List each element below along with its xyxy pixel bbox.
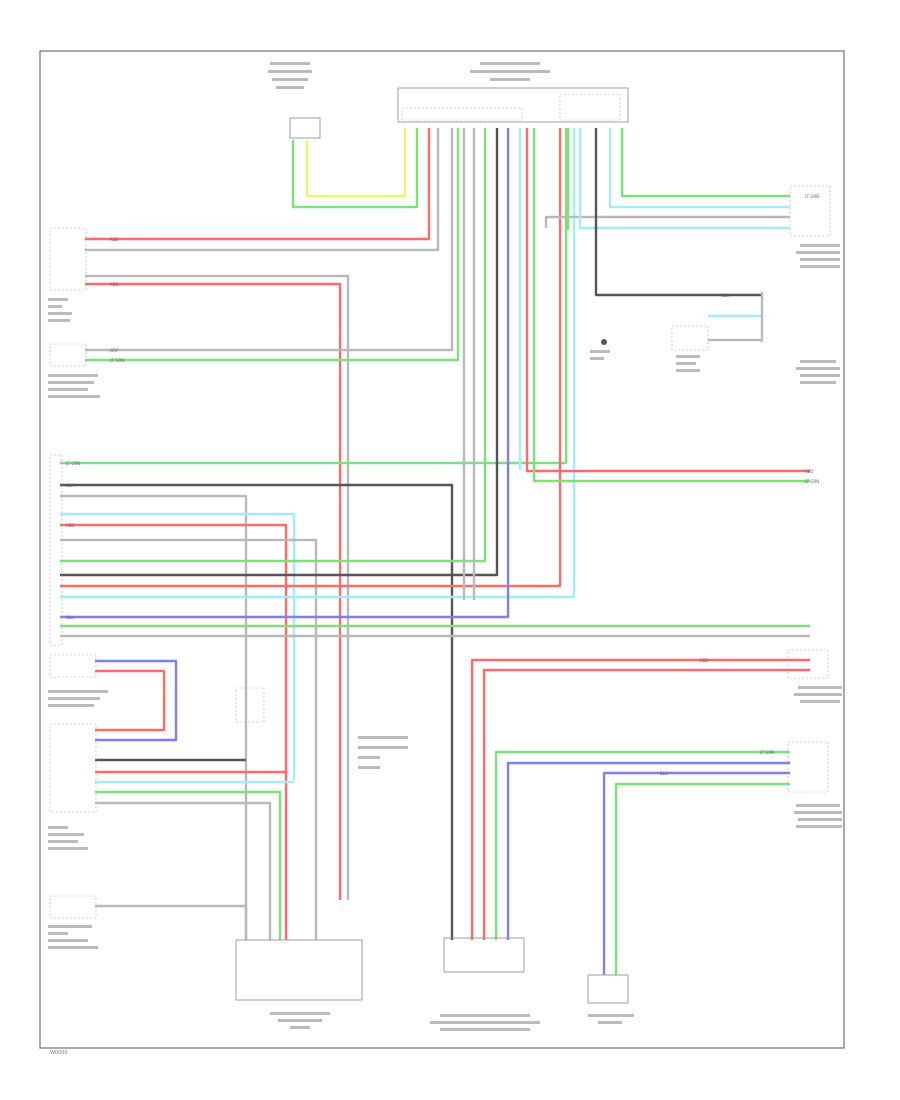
- wire-black-tr: [594, 128, 762, 297]
- wire-red-bc-1: [470, 658, 810, 940]
- wire-red-left-2: [85, 282, 342, 900]
- wire-green-right: [532, 128, 810, 483]
- wire-cyan-h2: [60, 128, 576, 599]
- wire-black-h1: [60, 483, 454, 940]
- wire-green-ecm: [95, 790, 282, 940]
- tag-green-1: LT GRN: [110, 358, 124, 363]
- wire-layer: [60, 128, 810, 975]
- wire-cyan-h1: [60, 512, 296, 780]
- wire-gray-h2: [60, 538, 318, 940]
- wire-yellow-top: [305, 128, 407, 198]
- wire-green-br: [614, 782, 790, 975]
- tag-green-4: LT GRN: [805, 479, 819, 484]
- wire-gray-mid: [85, 128, 454, 352]
- tag-gray-1: GRY: [110, 348, 119, 353]
- tag-red-5: RED: [700, 658, 708, 663]
- wire-red-right: [525, 128, 810, 473]
- wire-green-h2: [60, 128, 487, 563]
- wire-blue-br: [602, 771, 790, 975]
- wire-red-h2: [60, 128, 562, 588]
- right-relay: [671, 325, 709, 351]
- center-junction-block: [235, 687, 265, 723]
- tag-green-3: LT GRN: [805, 194, 819, 199]
- label-stub-layer: [48, 62, 842, 1031]
- wire-green-mid: [85, 128, 460, 362]
- tag-green-2: LT GRN: [66, 461, 80, 466]
- wire-gray-speed: [95, 904, 248, 940]
- wire-gray-left-2: [85, 274, 350, 900]
- top-connector-left-sub: [401, 107, 523, 121]
- wire-gray-h1: [60, 494, 248, 940]
- diagram-frame: [39, 50, 845, 1049]
- left-component-1: [49, 227, 87, 291]
- wire-blue-tcm-1: [95, 659, 178, 742]
- wire-gray-ecm: [95, 801, 272, 940]
- component-layer: [49, 87, 831, 1004]
- wire-black-h2: [60, 128, 499, 577]
- tag-blue-2: BLU: [660, 771, 668, 776]
- wire-cyan-tr1: [608, 128, 790, 209]
- top-left-connector: [289, 117, 321, 139]
- wire-red-h1: [60, 523, 288, 940]
- top-connector-right-sub: [559, 93, 621, 121]
- wire-red-tcm: [95, 669, 166, 732]
- tag-red-1: RED: [110, 237, 118, 242]
- wire-cyan-tr2: [578, 128, 790, 230]
- right-component-2: [787, 649, 829, 679]
- bottom-right-connector: [587, 974, 629, 1004]
- tag-black-1: BLK: [66, 483, 74, 488]
- right-component-3: [787, 741, 829, 793]
- page-code: W0000: [50, 1050, 68, 1056]
- left-harness-connector: [49, 454, 63, 646]
- tag-black-2: BLK: [722, 293, 730, 298]
- tag-red-2: RED: [110, 282, 118, 287]
- speed-sensor: [49, 895, 97, 919]
- tag-blue-1: BLU: [66, 615, 74, 620]
- wire-blue-h1: [60, 128, 510, 619]
- bottom-left-connector: [235, 939, 363, 1001]
- bottom-center-connector: [443, 937, 525, 973]
- transmission-control-ecu: [49, 654, 97, 678]
- left-component-2: [49, 343, 87, 367]
- wire-gray-left-1: [85, 128, 440, 252]
- tag-red-3: RED: [66, 523, 74, 528]
- wire-green-tr1: [620, 128, 790, 198]
- wire-gray-tr: [544, 215, 790, 228]
- ground-point: [601, 339, 607, 345]
- wire-tag-layer: RED RED GRY LT GRN LT GRN BLK RED BLU LT…: [66, 194, 819, 776]
- wire-blue-bc: [506, 761, 790, 940]
- wire-red-bc-2: [482, 668, 810, 940]
- wire-green-bc: [494, 750, 790, 940]
- wire-green-h1: [60, 128, 568, 465]
- wire-red-left-1: [85, 128, 431, 241]
- engine-control-ecu: [49, 723, 97, 813]
- right-component-1: [789, 185, 831, 237]
- tag-green-5: LT GRN: [760, 750, 774, 755]
- tag-red-4: RED: [805, 469, 813, 474]
- wire-green-top: [291, 128, 419, 209]
- top-connector-block: [397, 87, 629, 123]
